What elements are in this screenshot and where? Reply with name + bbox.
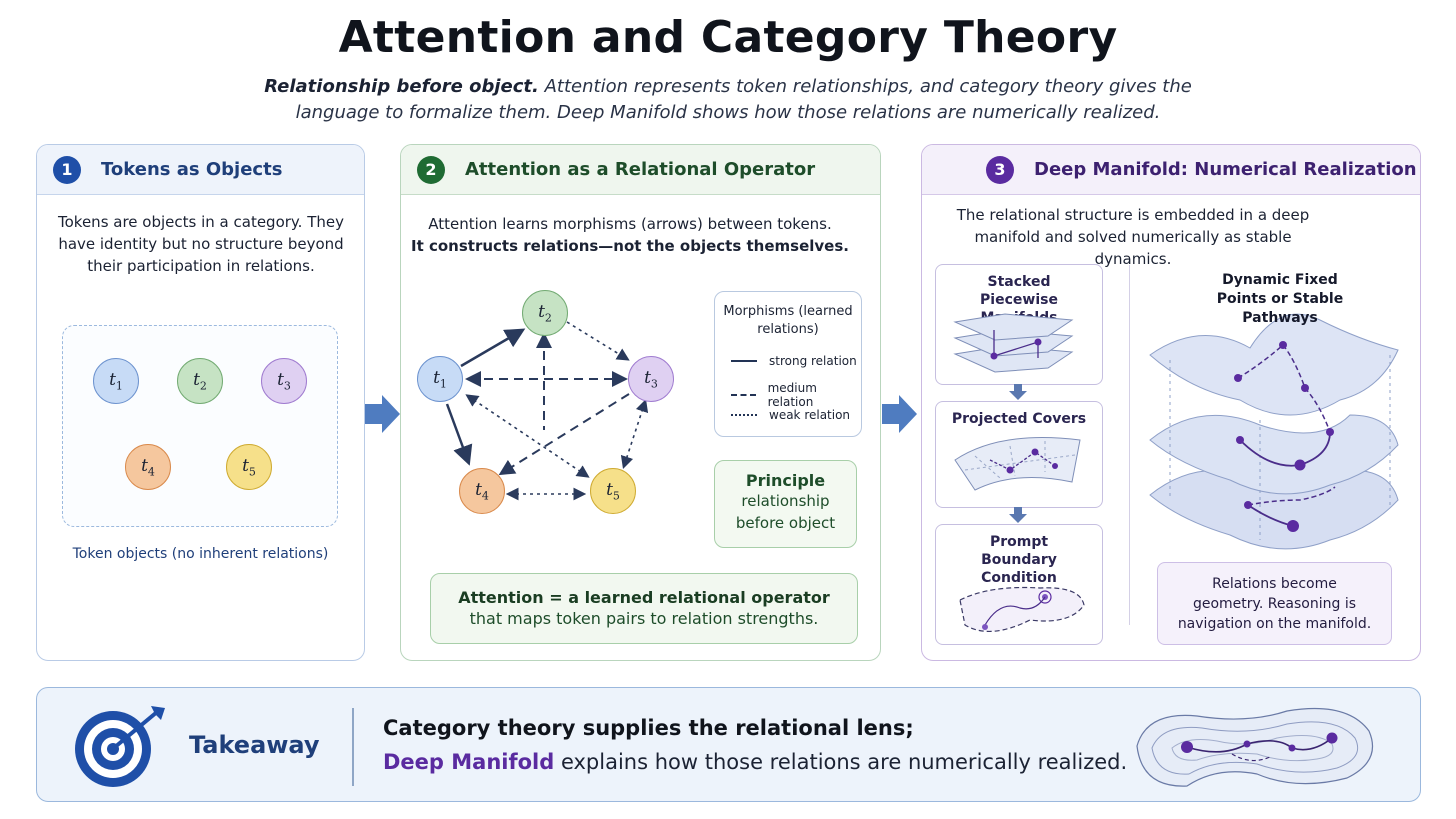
principle-box: Principle relationship before object (714, 460, 857, 548)
navigation-manifold-icon (1136, 708, 1374, 787)
token-t4: t4 (125, 444, 171, 490)
panel1-description: Tokens are objects in a category. They h… (58, 213, 344, 275)
token-t2: t2 (177, 358, 223, 404)
token-t5: t5 (226, 444, 272, 490)
morphism-legend: Morphisms (learned relations) strong rel… (714, 291, 862, 437)
panel3-divider (1129, 265, 1130, 625)
medium-line-icon (731, 394, 756, 396)
dynamic-fixed-points-title: Dynamic Fixed Points or Stable Pathways (1216, 272, 1344, 326)
manifold-path-icon (990, 330, 1042, 360)
token-label: t2 (193, 369, 207, 393)
token-label: t1 (109, 369, 123, 393)
takeaway-banner: Takeaway Category theory supplies the re… (36, 687, 1421, 802)
weak-morphism-arrow (465, 394, 590, 478)
attention-definition-line2: that maps token pairs to relation streng… (469, 609, 819, 628)
panel2-header: 2 Attention as a Relational Operator (401, 145, 880, 195)
legend-title: Morphisms (learned relations) (723, 304, 853, 337)
weak-morphism-arrow (566, 321, 630, 361)
step-number-badge: 2 (417, 155, 445, 184)
panel1-header: 1 Tokens as Objects (37, 145, 364, 195)
panel2-description: Attention learns morphisms (arrows) betw… (410, 213, 850, 257)
step-title: Prompt Boundary Condition (981, 534, 1057, 586)
panel2-title: Attention as a Relational Operator (465, 159, 816, 180)
panel3-title: Deep Manifold: Numerical Realization (1034, 159, 1417, 180)
dynamic-manifold-icon (1149, 313, 1399, 550)
flow-arrow-icon (882, 395, 917, 433)
graph-token-t2: t2 (522, 290, 568, 336)
graph-token-t5: t5 (590, 468, 636, 514)
flow-arrow-icon (365, 395, 400, 433)
token-label: t1 (433, 367, 447, 391)
weak-morphism-arrow (620, 398, 649, 470)
panel2-text-line2: It constructs relations—not the objects … (411, 237, 849, 255)
attention-definition-box: Attention = a learned relational operato… (430, 573, 858, 644)
token-label: t4 (475, 479, 489, 503)
page-title: Attention and Category Theory (338, 12, 1118, 63)
takeaway-line2: Deep Manifold explains how those relatio… (383, 750, 1127, 774)
graph-token-t3: t3 (628, 356, 674, 402)
token-label: t5 (242, 455, 256, 479)
deep-manifold-highlight: Deep Manifold (383, 750, 555, 774)
stacked-manifold-icon (953, 313, 1074, 373)
token-label: t3 (277, 369, 291, 393)
step-number-badge: 3 (986, 155, 1014, 184)
strong-morphism-arrow (445, 403, 473, 466)
prompt-boundary-icon (959, 586, 1085, 633)
subtitle-lead: Relationship before object. (264, 76, 539, 97)
projected-cover-icon (954, 437, 1081, 491)
down-arrow-icon (1009, 507, 1027, 523)
step-number-badge: 1 (53, 155, 81, 184)
principle-heading: Principle (745, 471, 826, 490)
panel2-text-line1: Attention learns morphisms (arrows) betw… (428, 215, 832, 233)
graph-token-t1: t1 (417, 356, 463, 402)
step-title: Projected Covers (951, 411, 1087, 427)
token-t3: t3 (261, 358, 307, 404)
principle-text: relationship before object (735, 492, 836, 532)
panel3-header: 3 Deep Manifold: Numerical Realization (922, 145, 1420, 195)
page-subtitle: Relationship before object. Attention re… (228, 74, 1228, 126)
weak-line-icon (731, 414, 757, 416)
panel1-title: Tokens as Objects (101, 159, 283, 180)
takeaway-line2-text: explains how those relations are numeric… (554, 750, 1128, 774)
token-label: t2 (538, 301, 552, 325)
subtitle-text: Attention represents token relationships… (295, 76, 1192, 123)
token-objects-caption: Token objects (no inherent relations) (72, 546, 329, 562)
token-label: t5 (606, 479, 620, 503)
legend-strong: strong relation (731, 354, 857, 368)
takeaway-divider (352, 708, 354, 786)
takeaway-line1: Category theory supplies the relational … (383, 716, 914, 740)
target-icon (75, 706, 165, 787)
down-arrow-icon (1009, 384, 1027, 400)
takeaway-label: Takeaway (189, 731, 320, 759)
strong-morphism-arrow (460, 328, 526, 368)
relations-geometry-box: Relations become geometry. Reasoning is … (1157, 562, 1392, 645)
token-label: t3 (644, 367, 658, 391)
token-label: t4 (141, 455, 155, 479)
legend-weak: weak relation (731, 408, 850, 422)
legend-medium: medium relation (731, 381, 861, 409)
attention-definition-line1: Attention = a learned relational operato… (458, 588, 830, 607)
strong-line-icon (731, 360, 757, 362)
panel3-description: The relational structure is embedded in … (956, 206, 1310, 268)
graph-token-t4: t4 (459, 468, 505, 514)
token-t1: t1 (93, 358, 139, 404)
